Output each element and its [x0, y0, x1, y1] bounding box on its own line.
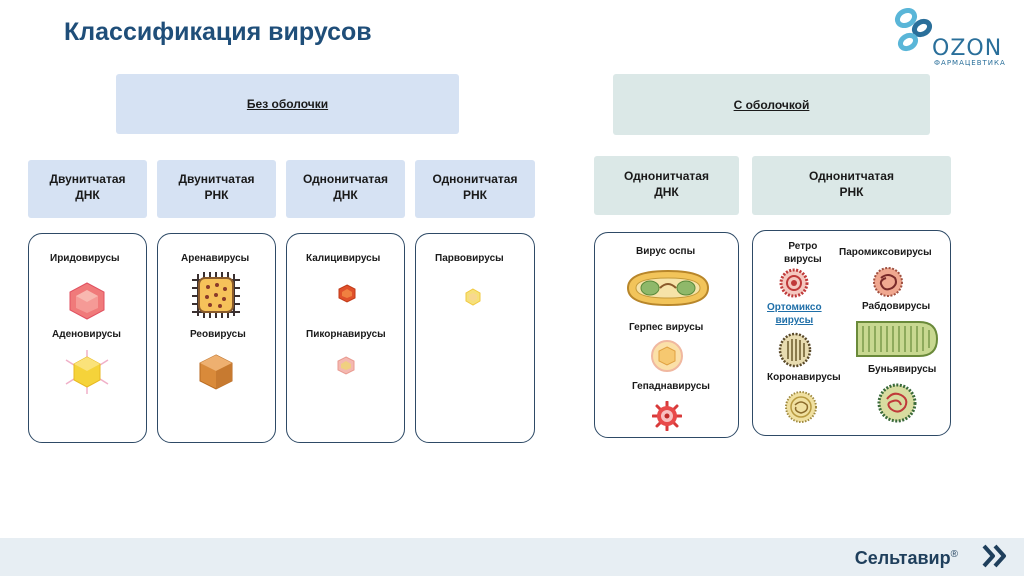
category-label: Однонитчатая	[432, 172, 518, 186]
category-label: ДНК	[75, 188, 100, 202]
group-enveloped[interactable]: С оболочкой	[613, 74, 930, 135]
category-label: Двунитчатая	[178, 172, 255, 186]
bunyavirus-icon	[877, 383, 917, 423]
herpesvirus-icon	[651, 340, 683, 372]
next-arrow-icon[interactable]	[980, 543, 1010, 569]
category-label: РНК	[204, 188, 229, 202]
picornavirus-icon	[337, 356, 355, 375]
ozon-logo: OZON ФАРМАЦЕВТИКА	[894, 6, 1006, 68]
brand-name: Сельтавир®	[855, 548, 958, 569]
virus-label-orthomyxo-line1[interactable]: Ортомиксо	[767, 302, 822, 313]
footer-bar	[0, 538, 1024, 576]
virus-label-hepadna: Гепаднавирусы	[632, 381, 710, 392]
brand-label: Сельтавир	[854, 548, 951, 568]
virus-label-adeno: Аденовирусы	[52, 329, 121, 340]
iridovirus-icon	[69, 282, 105, 320]
retrovirus-icon	[779, 268, 809, 298]
reovirus-icon	[199, 354, 233, 390]
category-label: РНК	[463, 188, 487, 202]
hepadnavirus-icon	[652, 401, 682, 431]
box-ss-dna	[286, 233, 405, 443]
virus-label-picorna: Пикорнавирусы	[306, 329, 386, 340]
virus-label-corona: Коронавирусы	[767, 372, 841, 383]
logo-wordmark: OZON	[932, 36, 1003, 61]
orthomyxovirus-icon	[778, 332, 812, 368]
virus-label-pox: Вирус оспы	[636, 246, 696, 257]
category-label: РНК	[839, 184, 864, 199]
category-label: Двунитчатая	[49, 172, 126, 186]
virus-label-irido: Иридовирусы	[50, 253, 120, 264]
virus-label-orthomyxo-line2[interactable]: вирусы	[775, 315, 814, 326]
logo-subtitle: ФАРМАЦЕВТИКА	[934, 59, 1006, 67]
virus-label-bunya: Буньявирусы	[868, 364, 937, 375]
group-non-enveloped[interactable]: Без оболочки	[116, 74, 459, 134]
coronavirus-icon	[785, 391, 817, 423]
poxvirus-icon	[626, 269, 710, 307]
rhabdovirus-icon	[856, 321, 939, 357]
paramyxovirus-icon	[873, 267, 903, 297]
virus-link-orthomyxo[interactable]: Ортомиксо вирусы	[767, 301, 822, 327]
page-title: Классификация вирусов	[64, 18, 372, 46]
virus-label-calici: Калицивирусы	[306, 253, 381, 264]
box-ds-dna	[28, 233, 147, 443]
arenavirus-icon	[192, 272, 240, 318]
virus-label-retro-line2: вирусы	[784, 254, 822, 265]
logo-mark-icon	[894, 7, 933, 52]
virus-label-rhabdo: Рабдовирусы	[862, 301, 931, 312]
virus-label-paramyxo: Паромиксовирусы	[839, 247, 932, 258]
category-label: Однонитчатая	[809, 168, 894, 183]
category-label: ДНК	[333, 188, 358, 202]
box-ds-rna	[157, 233, 276, 443]
virus-label-herpes: Герпес вирусы	[629, 322, 704, 333]
calicivirus-icon	[338, 284, 356, 303]
category-label: Однонитчатая	[624, 168, 709, 183]
registered-mark: ®	[950, 549, 958, 560]
category-label: Однонитчатая	[303, 172, 388, 186]
virus-label-reo: Реовирусы	[190, 329, 246, 340]
adenovirus-icon	[65, 350, 109, 394]
virus-label-retro: Ретро вирусы	[784, 240, 822, 266]
box-ss-rna	[415, 233, 535, 443]
parvovirus-icon	[465, 288, 481, 306]
category-label: ДНК	[654, 184, 679, 199]
virus-label-retro-line1: Ретро	[788, 241, 818, 252]
virus-label-parvo: Парвовирусы	[435, 253, 504, 264]
virus-label-arena: Аренавирусы	[181, 253, 250, 264]
